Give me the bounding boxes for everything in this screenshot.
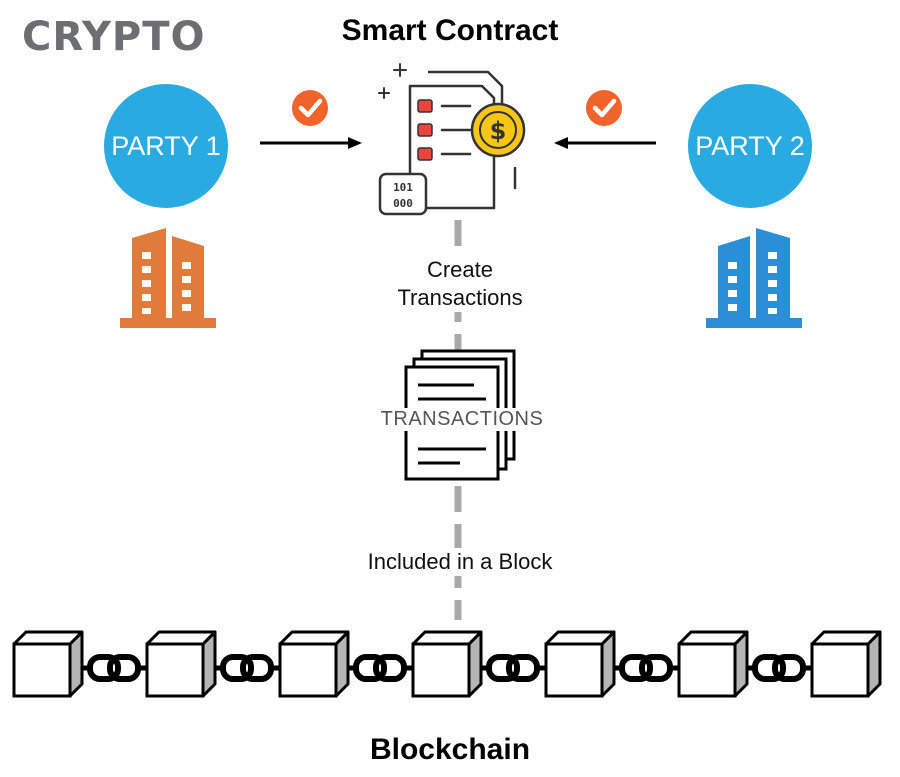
included-in-block-label: Included in a Block bbox=[330, 548, 590, 576]
smart-contract-icon: $ 101 000 bbox=[378, 63, 526, 216]
transactions-label: TRANSACTIONS bbox=[370, 408, 554, 431]
party-1-label: PARTY 1 bbox=[111, 130, 221, 161]
blockchain-chain bbox=[12, 630, 882, 698]
check-badge-icon bbox=[292, 90, 328, 126]
party-2-building-icon bbox=[706, 228, 802, 328]
block-cube-icon bbox=[411, 630, 483, 698]
party-2-label: PARTY 2 bbox=[695, 130, 805, 161]
binary-code-icon: 101 000 bbox=[378, 172, 428, 216]
svg-text:000: 000 bbox=[393, 197, 413, 210]
chain-link-icon bbox=[747, 654, 813, 682]
svg-text:101: 101 bbox=[393, 181, 413, 194]
chain-link-icon bbox=[481, 654, 547, 682]
chain-link-icon bbox=[215, 654, 281, 682]
chain-link-icon bbox=[82, 654, 148, 682]
chain-link-icon bbox=[614, 654, 680, 682]
party-1-circle: PARTY 1 bbox=[104, 84, 228, 208]
block-cube-icon bbox=[544, 630, 616, 698]
block-cube-icon bbox=[12, 630, 84, 698]
check-badge-icon bbox=[586, 90, 622, 126]
block-cube-icon bbox=[677, 630, 749, 698]
crypto-logo: CRYPTO bbox=[22, 14, 206, 60]
dollar-coin-icon: $ bbox=[470, 102, 526, 158]
party-1-arrow bbox=[260, 90, 362, 149]
create-transactions-label: Create Transactions bbox=[360, 256, 560, 312]
party-1-building-icon bbox=[120, 228, 216, 328]
blockchain-title: Blockchain bbox=[369, 733, 531, 766]
block-cube-icon bbox=[810, 630, 882, 698]
party-2-arrow bbox=[554, 90, 656, 149]
chain-link-icon bbox=[348, 654, 414, 682]
party-2-circle: PARTY 2 bbox=[688, 84, 812, 208]
diagram-title: Smart Contract bbox=[341, 14, 559, 47]
block-cube-icon bbox=[145, 630, 217, 698]
block-cube-icon bbox=[278, 630, 350, 698]
svg-text:$: $ bbox=[490, 117, 507, 145]
